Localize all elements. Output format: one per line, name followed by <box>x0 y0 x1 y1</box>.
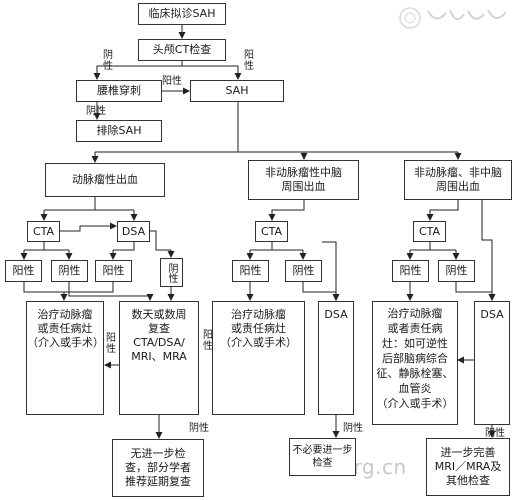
journal-logo-watermark <box>398 3 513 33</box>
label-ct-negative: 阴 性 <box>103 50 113 72</box>
node-negative-1d: 阴性 <box>160 258 183 287</box>
node-positive-2a: 阳性 <box>232 260 269 282</box>
edge-cta1-to-dsa1 <box>60 222 117 232</box>
node-treat-aneurysm-2: 治疗动脉瘤 或责任病灶 （介入或手术） <box>212 301 305 415</box>
node-dsa-1: DSA <box>117 221 150 242</box>
node-recheck: 数天或数周 复查 CTA/DSA/ MRI、MRA <box>119 301 199 415</box>
node-treat-lesion-3: 治疗动脉瘤 或者责任病 灶：如可逆性 后部脑病综合 征、静脉栓塞、 血管炎 （介… <box>372 301 458 425</box>
edge-cta1-bus <box>24 242 69 251</box>
label-lp-negative: 阴性 <box>86 106 106 117</box>
edge-dsa1-bus <box>113 242 135 251</box>
label-dsa2-negative: 阴性 <box>343 423 363 434</box>
node-non-perimesencephalic-hemorrhage: 非动脉瘤、非中脑 周围出血 <box>404 160 512 200</box>
node-dsa-2: DSA <box>318 301 354 415</box>
node-negative-2b: 阴性 <box>285 260 322 282</box>
node-no-further-1: 无进一步检 查，部分学者 推荐延期复查 <box>112 439 204 497</box>
node-cta-3: CTA <box>413 221 446 242</box>
edge-ct-pos <box>182 65 242 80</box>
node-exclude-sah: 排除SAH <box>76 120 162 142</box>
node-negative-1b: 阴性 <box>51 260 88 282</box>
edge-npm-down <box>426 200 459 221</box>
node-no-further-2: 不必要进一步 检查 <box>289 438 356 476</box>
node-sah: SAH <box>190 80 284 102</box>
edge-neg3b-dsa <box>455 282 496 301</box>
node-positive-1a: 阳性 <box>5 260 42 282</box>
node-aneurysmal-hemorrhage: 动脉瘤性出血 <box>45 163 165 197</box>
node-further-mri: 进一步完善 MRI／MRA及 其他检查 <box>426 438 510 496</box>
edge-neg1b-recheck <box>68 282 154 301</box>
node-lumbar-puncture: 腰椎穿刺 <box>76 80 162 102</box>
edge-cta3-bus <box>410 242 456 251</box>
node-treat-aneurysm-1: 治疗动脉瘤 或责任病灶 （介入或手术） <box>26 301 104 415</box>
edge-neg2b-dsa <box>302 282 340 301</box>
node-positive-1c: 阳性 <box>95 260 132 282</box>
label-dsa3-negative: 阴性 <box>485 428 505 439</box>
node-cta-1: CTA <box>27 221 60 242</box>
edge-pos1c-treat <box>64 282 114 293</box>
node-dsa-3: DSA <box>474 301 510 425</box>
label-dsa1-positive: 阳 性 <box>106 333 116 355</box>
label-recheck-negative: 阴性 <box>189 423 209 434</box>
label-recheck-positive: 阳 性 <box>203 330 213 352</box>
node-positive-3a: 阳性 <box>392 260 429 282</box>
node-negative-1d-label: 阴性 <box>166 262 177 283</box>
label-ct-positive: 阳 性 <box>244 50 254 72</box>
label-lp-positive: 阳性 <box>162 76 182 87</box>
edge-dsa1-neg <box>150 230 175 258</box>
node-head-ct: 头颅CT检查 <box>138 39 226 61</box>
edge-cta2-bus <box>250 242 303 251</box>
edge-pm-to-dsa2 <box>322 241 340 301</box>
node-perimesencephalic-hemorrhage: 非动脉瘤性中脑 周围出血 <box>248 160 359 200</box>
edge-ct-neg <box>93 65 182 80</box>
node-negative-3b: 阴性 <box>438 260 475 282</box>
node-cta-2: CTA <box>255 221 288 242</box>
edge-pos1a-treat <box>23 282 68 301</box>
edge-pm-down <box>268 200 305 221</box>
edge-npm-to-dsa3 <box>481 200 496 301</box>
node-clinical-suspect: 临床拟诊SAH <box>138 3 226 25</box>
